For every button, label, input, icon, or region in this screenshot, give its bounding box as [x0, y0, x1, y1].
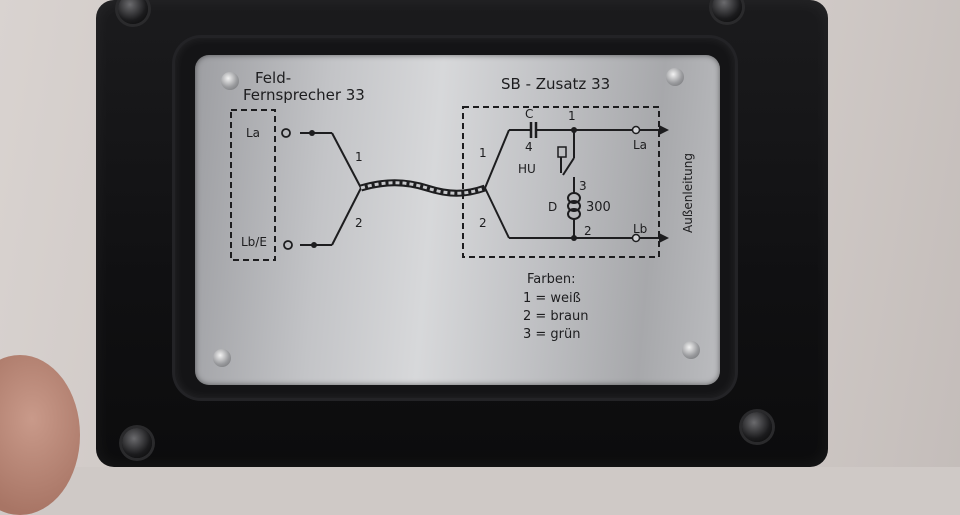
junction-dot	[571, 127, 577, 133]
output-la-terminal	[631, 125, 641, 135]
rivet	[682, 341, 700, 359]
metal-plate	[195, 55, 720, 385]
switch-label: HU	[518, 162, 536, 176]
cap-label: C	[525, 107, 533, 121]
node-1: 1	[568, 109, 576, 123]
coil-number: 3	[579, 179, 587, 193]
box-wire-2: 2	[479, 216, 487, 230]
junction-dot	[311, 242, 317, 248]
legend-3: 3 = grün	[523, 327, 581, 342]
out-lb-label: Lb	[633, 222, 647, 236]
arrow-right-icon	[659, 233, 669, 243]
right-title: SB - Zusatz 33	[501, 75, 610, 93]
phone-box	[230, 109, 276, 261]
legend-2: 2 = braun	[523, 309, 588, 324]
wire-label-2: 2	[355, 216, 363, 230]
adapter-box	[462, 106, 660, 258]
arrow-right-icon	[659, 125, 669, 135]
legend-title: Farben:	[527, 272, 575, 287]
wiring-diagram: Feld- Fernsprecher 33 SB - Zusatz 33 La …	[230, 69, 695, 342]
coil-icon	[567, 192, 581, 220]
out-la-label: La	[633, 138, 647, 152]
terminal-la-icon	[281, 128, 291, 138]
hook-switch-icon	[557, 146, 575, 176]
terminal-lb-icon	[283, 240, 293, 250]
case-screw	[742, 412, 772, 442]
terminal-lb-label: Lb/E	[241, 235, 267, 249]
rivet	[213, 349, 231, 367]
cap-value: 4	[525, 140, 533, 154]
terminal-la-label: La	[246, 126, 260, 140]
case-screw	[118, 0, 148, 24]
coil-value: 300	[586, 200, 611, 215]
left-title-line1: Feld-	[255, 69, 291, 87]
node-2: 2	[584, 224, 592, 238]
rivet	[221, 72, 239, 90]
junction-dot	[571, 235, 577, 241]
output-lb-terminal	[631, 233, 641, 243]
left-title-line2: Fernsprecher 33	[243, 86, 365, 104]
junction-dot	[309, 130, 315, 136]
legend-1: 1 = weiß	[523, 291, 581, 306]
case-screw	[712, 0, 742, 22]
case-screw	[122, 428, 152, 458]
box-wire-1: 1	[479, 146, 487, 160]
rivet	[666, 68, 684, 86]
vertical-label: Außenleitung	[681, 153, 695, 233]
wire-label-1: 1	[355, 150, 363, 164]
coil-label: D	[548, 200, 557, 214]
